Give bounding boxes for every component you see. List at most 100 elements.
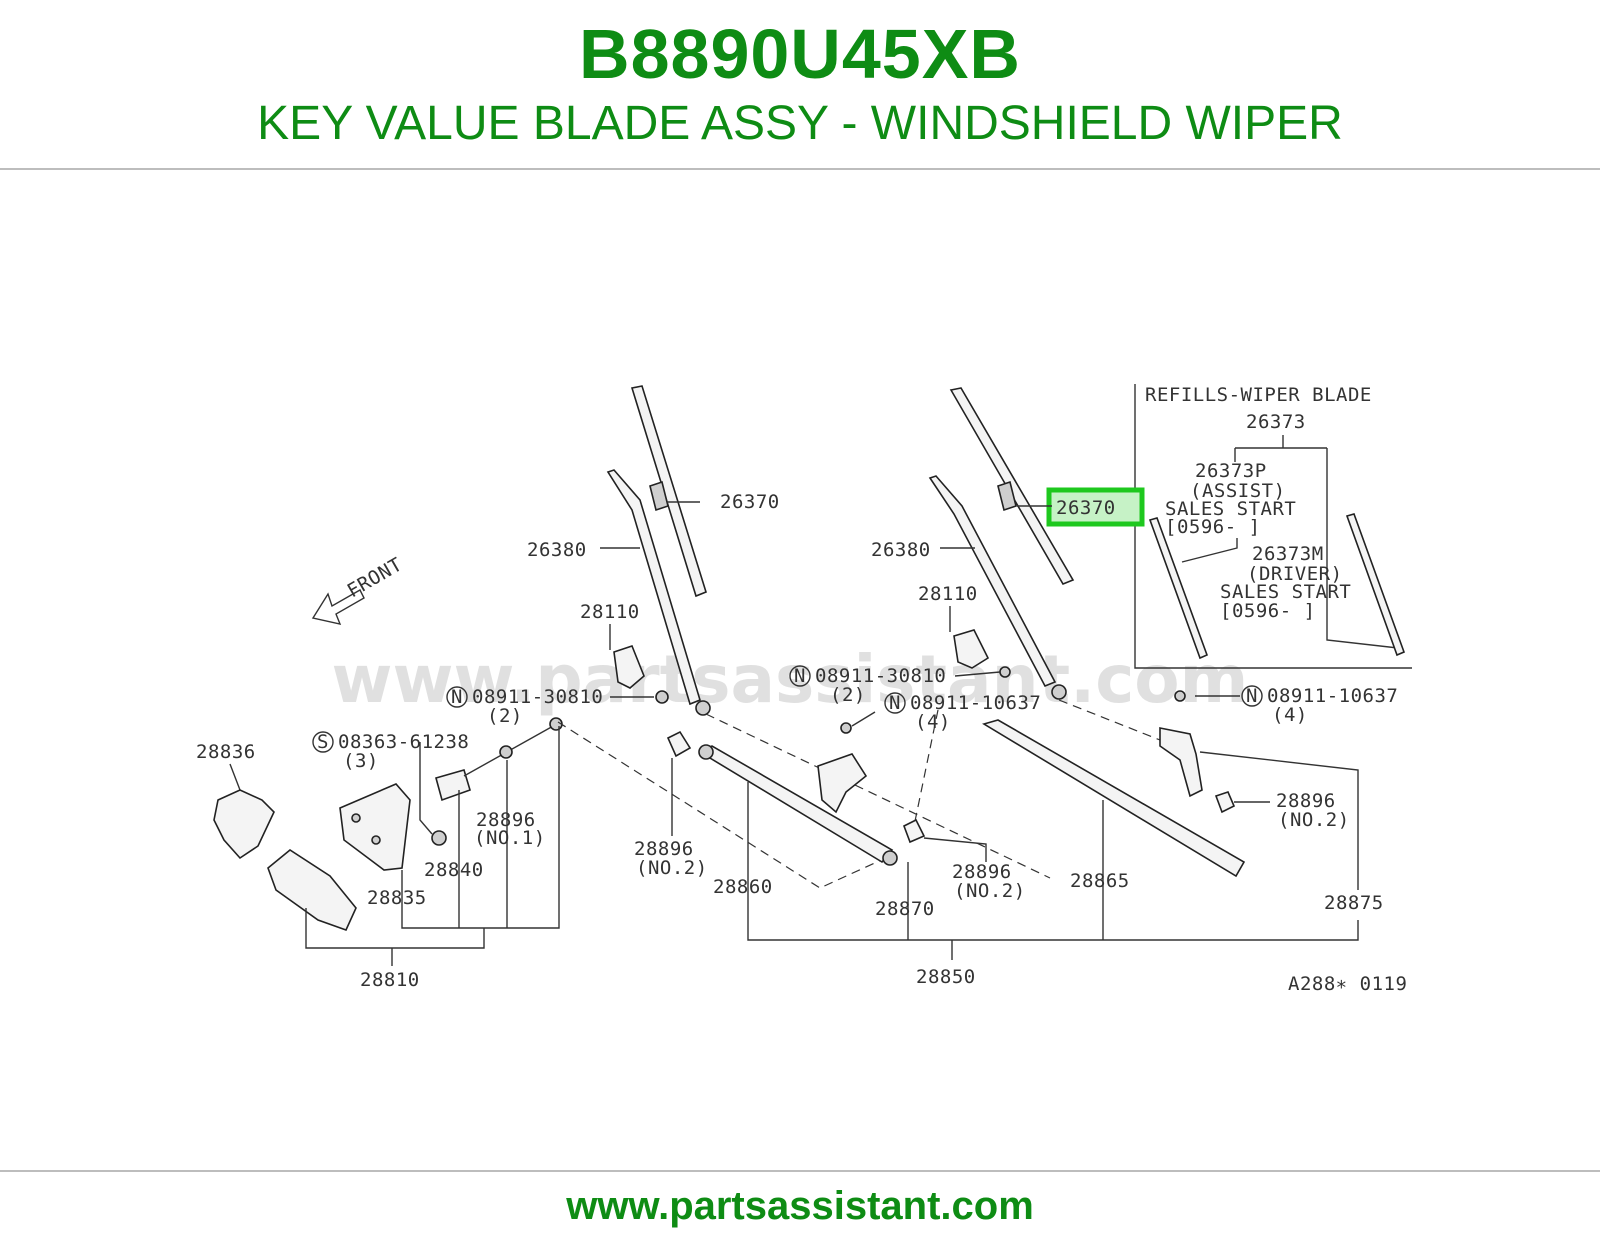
- link-end: [698, 744, 714, 760]
- linkage-bushing: [499, 745, 513, 759]
- motor-cover-shape: [213, 789, 275, 860]
- right-blade-shape: [949, 387, 1075, 586]
- label-left-26370: 26370: [720, 491, 780, 513]
- left-arm-pivot: [695, 700, 711, 716]
- label-08911-30810-right: 08911-30810: [815, 665, 946, 687]
- left-blade-clip: [649, 480, 669, 512]
- right-nut: [999, 666, 1011, 678]
- label-28896-no2-b: 28896: [952, 861, 1012, 883]
- label-08911-10637-right-qty: (4): [1272, 704, 1308, 726]
- leader-28896-b: [923, 837, 987, 862]
- leader-28836: [229, 763, 241, 791]
- link-rod-28865: [982, 719, 1246, 878]
- fastener-callouts: N 08911-30810 (2) N 08911-30810 (2) N 08…: [312, 665, 1398, 835]
- left-wiper: 26370 26380 28110: [527, 385, 780, 716]
- part-description: KEY VALUE BLADE ASSY - WINDSHIELD WIPER: [257, 97, 1343, 150]
- highlighted-part-box[interactable]: [1046, 487, 1145, 527]
- s-symbol: S: [317, 731, 329, 753]
- label-assist-date: [0596- ]: [1165, 516, 1261, 538]
- footer-divider: [0, 1170, 1600, 1172]
- label-28875: 28875: [1324, 892, 1384, 914]
- right-wiper: 26380 28110 26370: [871, 387, 1145, 700]
- s-symbol-icon: [312, 731, 334, 753]
- label-28896-no1-qty: (NO.1): [474, 827, 546, 849]
- label-26373m: 26373M: [1252, 543, 1324, 565]
- leader-n10637a: [851, 711, 876, 727]
- left-pivot-cap: [613, 645, 645, 689]
- leader-26373p: [1181, 538, 1238, 563]
- label-28850: 28850: [916, 966, 976, 988]
- leader-n30810b: [954, 671, 1001, 677]
- label-driver-sales-start: SALES START: [1220, 581, 1351, 603]
- inset-leader-lines: [1234, 435, 1399, 649]
- left-blade-shape: [630, 385, 707, 598]
- linkage-bracket-lines: [747, 751, 1359, 960]
- motor-body-shape: [267, 849, 357, 932]
- label-08911-30810-left-qty: (2): [487, 705, 523, 727]
- bracket-hole: [371, 835, 381, 845]
- right-arm-shape: [928, 475, 1057, 688]
- n-symbol-icon: [789, 665, 811, 687]
- diagram-area: [180, 340, 1420, 1010]
- label-28865: 28865: [1070, 870, 1130, 892]
- label-08911-30810-right-qty: (2): [830, 684, 866, 706]
- label-28896-no2-a-qty: (NO.2): [636, 857, 708, 879]
- label-28896-no2-a: 28896: [634, 838, 694, 860]
- label-right-26370[interactable]: 26370: [1056, 497, 1116, 519]
- bracket-hole: [351, 813, 361, 823]
- linkage-assembly: 28896 (NO.2) 28896 (NO.2) 28896 (NO.2) 2…: [557, 699, 1384, 988]
- label-08363-61238-qty: (3): [343, 750, 379, 772]
- page-header: B8890U45XB KEY VALUE BLADE ASSY - WINDSH…: [0, 0, 1600, 170]
- header-divider: [0, 168, 1600, 170]
- motor-bracket-shape: [339, 783, 411, 871]
- motor-bolt: [431, 830, 447, 846]
- right-blade-clip: [997, 480, 1017, 512]
- footer-website-link[interactable]: www.partsassistant.com: [566, 1184, 1034, 1228]
- link-end: [882, 850, 898, 866]
- label-08911-30810-left: 08911-30810: [472, 686, 603, 708]
- label-28896-no2-b-qty: (NO.2): [954, 880, 1026, 902]
- center-pivot-shape: [817, 753, 868, 814]
- label-driver: (DRIVER): [1247, 563, 1343, 585]
- inset-title: REFILLS-WIPER BLADE: [1145, 384, 1372, 406]
- n-symbol-2: N: [794, 665, 806, 687]
- n-symbol-icon: [446, 686, 468, 708]
- label-right-26380: 26380: [871, 539, 931, 561]
- left-arm-shape: [606, 469, 701, 706]
- label-28860: 28860: [713, 876, 773, 898]
- leader-s61238: [419, 742, 433, 835]
- inset-frame: [1134, 384, 1412, 669]
- label-assist: (ASSIST): [1190, 480, 1286, 502]
- label-28896-no2-c-qty: (NO.2): [1278, 809, 1350, 831]
- n-symbol-4: N: [1246, 685, 1258, 707]
- label-28836: 28836: [196, 741, 256, 763]
- label-28840: 28840: [424, 859, 484, 881]
- n-symbol-3: N: [889, 692, 901, 714]
- label-08911-10637-center-qty: (4): [915, 711, 951, 733]
- label-left-28110: 28110: [580, 601, 640, 623]
- label-assist-sales-start: SALES START: [1165, 498, 1296, 520]
- refill-assist-shape: [1148, 517, 1209, 660]
- figure-code: A288∗ 0119: [1288, 973, 1407, 995]
- label-28896-no1: 28896: [476, 809, 536, 831]
- left-nut: [655, 690, 669, 704]
- label-28870: 28870: [875, 898, 935, 920]
- label-08911-10637-right: 08911-10637: [1267, 685, 1398, 707]
- refills-inset: REFILLS-WIPER BLADE 26373 26373P (ASSIST…: [1134, 384, 1412, 669]
- label-26373p: 26373P: [1195, 460, 1267, 482]
- bushing-28896-no2-b: [902, 818, 926, 844]
- n-symbol-icon: [884, 692, 906, 714]
- label-08363-61238: 08363-61238: [338, 731, 469, 753]
- bushing-28896-no2: [666, 730, 692, 758]
- label-28810: 28810: [360, 969, 420, 991]
- right-pivot-shape: [1159, 727, 1203, 798]
- right-arm-pivot: [1051, 684, 1067, 700]
- label-28835: 28835: [367, 887, 427, 909]
- right-fastener-nut: [1174, 690, 1186, 702]
- label-08911-10637-center: 08911-10637: [910, 692, 1041, 714]
- label-left-26380: 26380: [527, 539, 587, 561]
- part-number-title: B8890U45XB: [579, 15, 1021, 93]
- front-arrow-icon: [311, 589, 365, 625]
